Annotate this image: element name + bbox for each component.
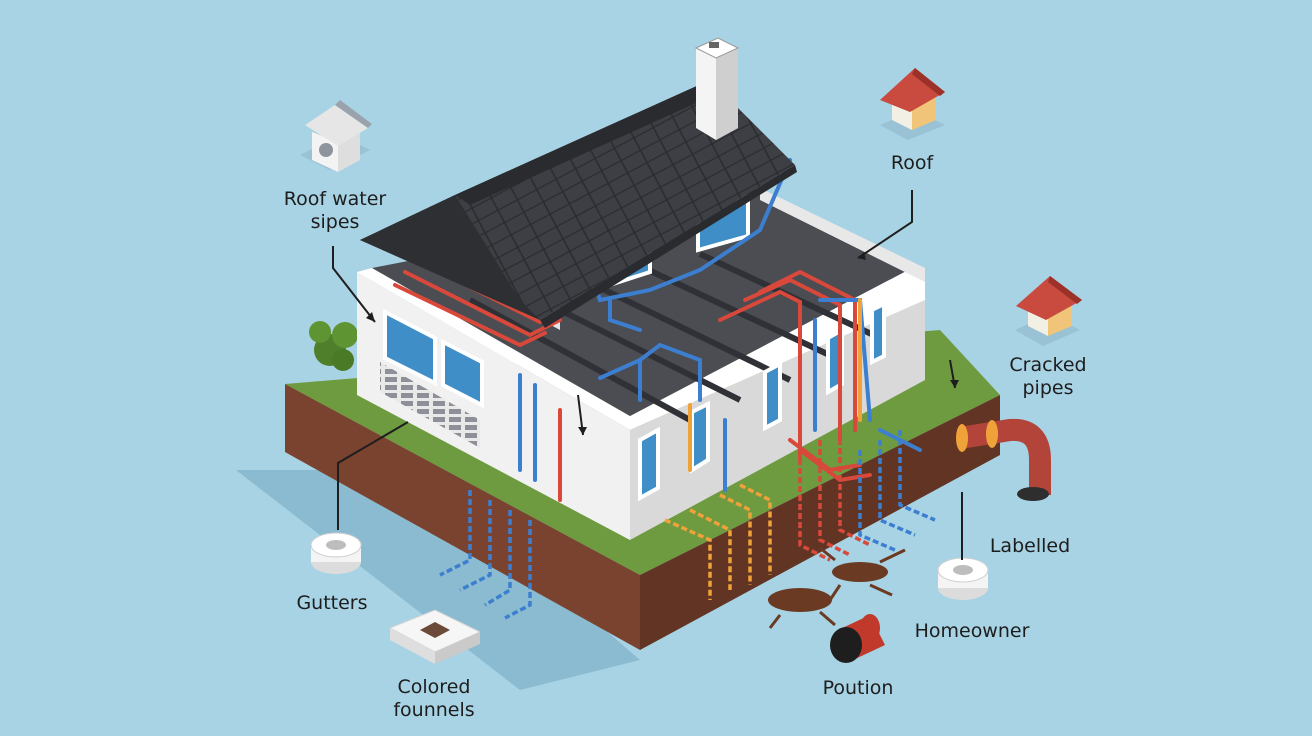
underground-pipes xyxy=(439,430,936,620)
label-gutters: Gutters xyxy=(296,592,368,614)
label-homeowner: Homeowner xyxy=(914,620,1030,642)
label-colored-funnels: Colored founnels xyxy=(393,676,475,721)
label-poution: Poution xyxy=(822,677,894,699)
small-house-icon xyxy=(880,68,945,140)
label-roof: Roof xyxy=(890,152,934,174)
elbow-pipe-icon xyxy=(956,418,1051,501)
funnel-drain-icon xyxy=(388,609,482,664)
arrow-heads xyxy=(366,252,959,435)
gutter-ring-icon xyxy=(310,532,362,574)
spill-icon xyxy=(768,546,906,629)
birdhouse-icon xyxy=(300,100,372,172)
label-cracked-pipes: Cracked pipes xyxy=(1009,354,1087,399)
label-roof-water-pipes: Roof water sipes xyxy=(283,188,387,233)
small-house-icon xyxy=(1015,276,1082,346)
brick-wall xyxy=(380,362,480,448)
pipe-segment-icon xyxy=(830,614,885,663)
roof xyxy=(360,80,797,328)
bush-icon xyxy=(309,321,358,371)
label-labelled: Labelled xyxy=(989,535,1071,557)
gutter-ring-icon xyxy=(937,557,989,600)
chimney xyxy=(694,37,740,140)
